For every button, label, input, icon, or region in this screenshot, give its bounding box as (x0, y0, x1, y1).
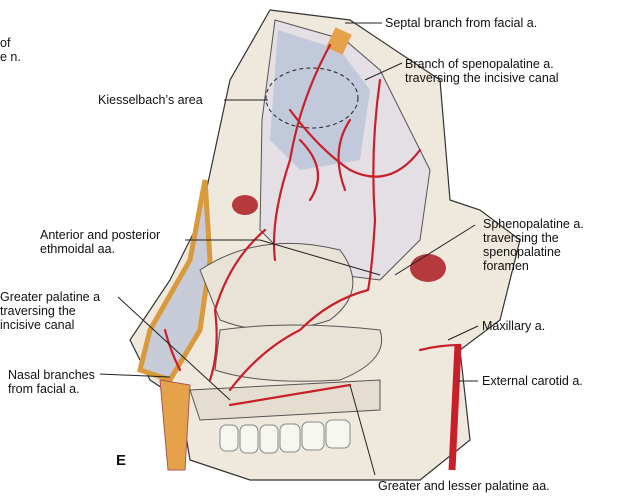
label-sphenopalatine: Sphenopalatine a. traversing the spenopa… (483, 217, 584, 273)
teeth (219, 419, 351, 454)
label-nasal-branches: Nasal branches from facial a. (8, 368, 95, 396)
label-septal-branch: Septal branch from facial a. (385, 16, 538, 30)
label-external-carotid: External carotid a. (482, 374, 583, 388)
sphenoid-sinus (410, 254, 446, 282)
nasal-ala (159, 379, 191, 471)
label-ethmoidal: Anterior and posterior ethmoidal aa. (40, 228, 161, 256)
label-greater-palatine: Greater palatine a traversing the incisi… (0, 290, 101, 332)
frontal-sinus (232, 195, 258, 215)
external-carotid-artery (448, 344, 462, 471)
label-kiesselbach: Kiesselbach’s area (98, 93, 203, 107)
label-greater-lesser-palatine: Greater and lesser palatine aa. (378, 479, 550, 493)
leader-lines (99, 22, 479, 476)
label-branch-sphenopalatine: Branch of spenopalatine a. traversing th… (405, 57, 559, 85)
panel-letter: E (116, 452, 127, 469)
kiesselbach-area (265, 67, 359, 129)
label-maxillary: Maxillary a. (482, 319, 546, 333)
cut-off-label: of e n. (0, 36, 21, 64)
palate (189, 379, 381, 421)
